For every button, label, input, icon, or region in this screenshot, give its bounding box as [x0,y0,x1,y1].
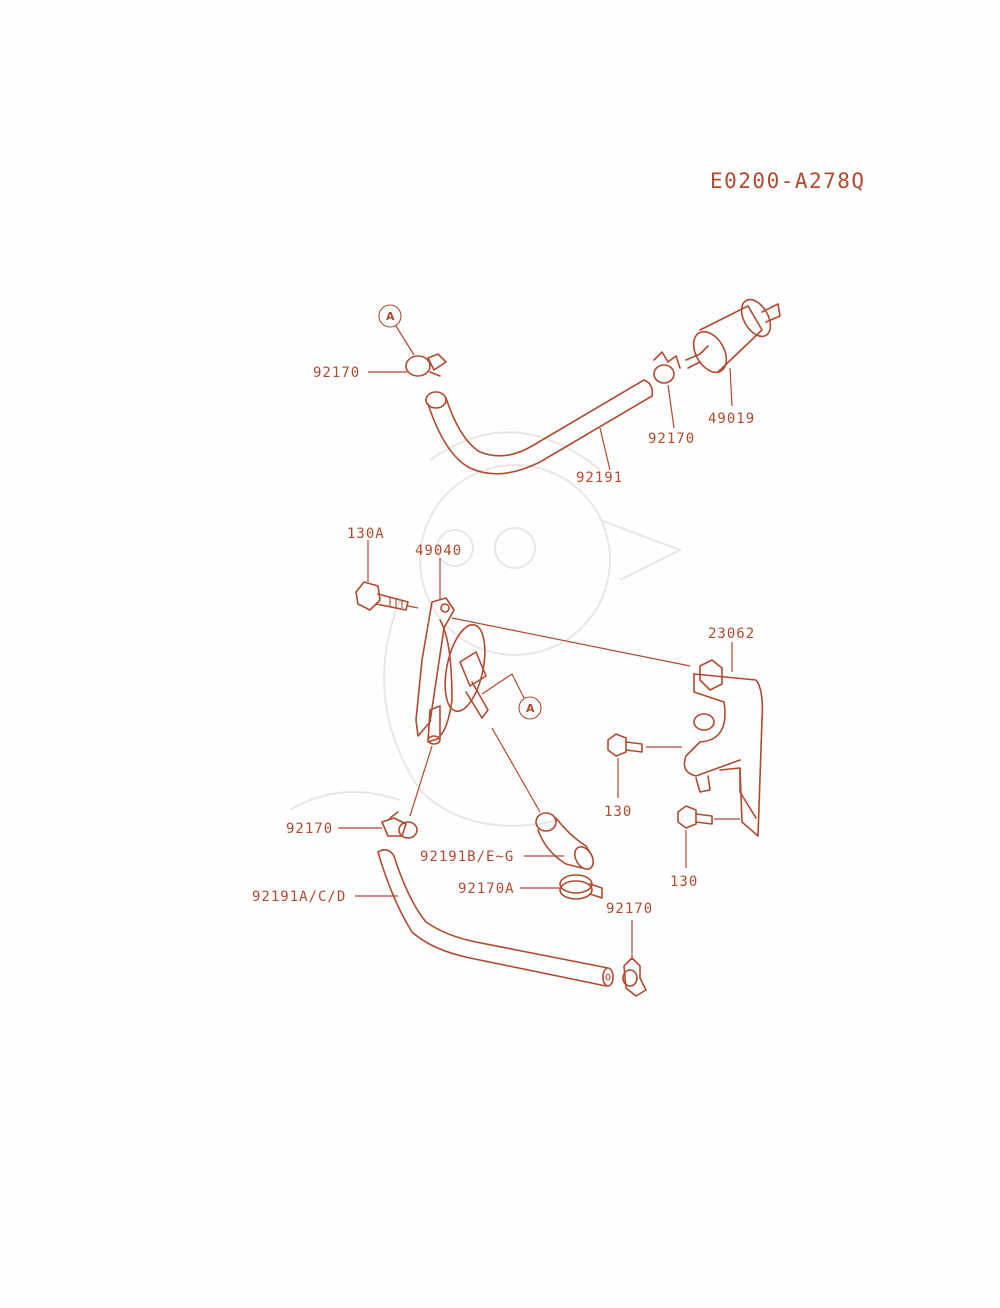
fuel-pump [415,597,489,745]
label-92170a: 92170A [458,881,515,897]
bolt-130-lower [677,805,713,829]
diagram-code: E0200-A278Q [710,169,866,193]
svg-text:A: A [526,702,535,715]
fuel-filter [685,298,781,374]
clamp-92170a [559,874,603,900]
label-92191-hose: 92191 [576,470,623,486]
bolt-130-upper [607,733,643,757]
label-23062-bracket: 23062 [708,626,755,642]
label-92191b-hose: 92191B/E~G [420,849,514,865]
watermark [289,431,683,827]
label-130-lower: 130 [670,874,698,890]
bolt-130a [355,581,409,611]
ref-mark-a-top: A [378,304,415,356]
hose-92191b [535,812,594,870]
label-92170-filter: 92170 [648,431,695,447]
bracket-23062 [683,659,764,837]
label-130a: 130A [347,526,385,542]
label-49040-pump: 49040 [415,543,462,559]
svg-text:A: A [386,310,395,323]
hose-92191a [377,848,614,987]
clamp-filter [653,351,681,384]
clamp-left [381,811,418,839]
label-92170-right: 92170 [606,901,653,917]
label-92170-top: 92170 [313,365,360,381]
clamp-top [405,353,447,377]
label-92191a-hose: 92191A/C/D [252,889,346,905]
clamp-right [622,957,647,997]
label-130-upper: 130 [604,804,632,820]
label-49019-filter: 49019 [708,411,755,427]
ref-mark-a-lower: A [481,673,542,720]
label-92170-left: 92170 [286,821,333,837]
hose-92191 [425,379,654,475]
